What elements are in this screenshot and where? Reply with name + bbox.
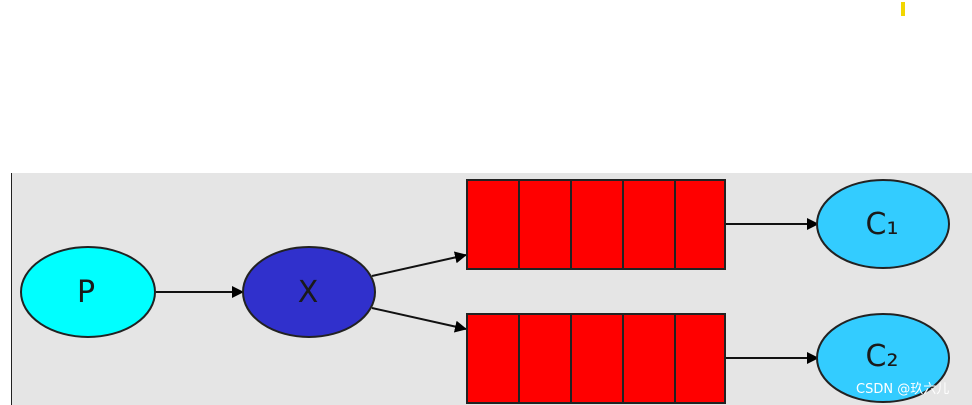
producer-label: P <box>77 275 95 310</box>
csdn-watermark: CSDN @玖六儿 <box>856 382 950 397</box>
consumer2-label: C₂ <box>866 339 899 374</box>
exchange-label: X <box>298 275 319 310</box>
exchange-node: X <box>242 246 376 338</box>
edge-exchange-queue1 <box>371 251 467 277</box>
producer-node: P <box>20 246 156 338</box>
yellow-cursor-mark <box>901 2 905 16</box>
consumer1-label: C₁ <box>866 207 899 242</box>
consumer2-node: C₂ <box>816 313 950 403</box>
queue-1 <box>466 179 726 270</box>
queue-2 <box>466 313 726 404</box>
consumer1-node: C₁ <box>816 179 950 269</box>
edge-exchange-queue2 <box>371 307 467 333</box>
